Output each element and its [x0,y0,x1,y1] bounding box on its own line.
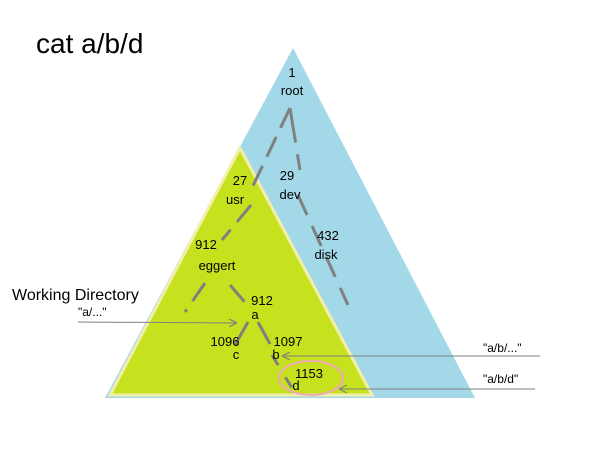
node-dev: 29 dev [280,168,301,202]
working-directory-label: Working Directory [12,287,139,304]
edge-dev-disk-upper [296,194,350,306]
edge-root-usr [249,107,292,191]
node-usr-name: usr [226,192,245,207]
edge-root-dev [288,107,302,171]
node-a-name: a [251,307,259,322]
inner-triangle [107,144,375,397]
arrow-working-directory: "a/..." [77,305,236,323]
node-root-number: 1 [288,65,295,80]
highlight-circle [278,360,344,396]
node-a-number: 912 [251,293,273,308]
edge-eggert-a [228,284,252,309]
node-usr-number: 27 [233,173,247,188]
path-label-a: "a/..." [78,305,107,319]
node-eggert: 912 eggert [195,237,236,273]
arrow-abd: "a/b/d" [340,372,535,389]
edge-usr-eggert [220,204,253,241]
node-c-number: 1096 [211,334,240,349]
node-c: 1096 c [211,334,240,362]
node-usr: 27 usr [226,173,247,207]
node-eggert-number: 912 [195,237,217,252]
node-dev-number: 29 [280,168,294,183]
path-label-abd: "a/b/d" [483,372,518,386]
node-b-name: b [272,347,279,362]
node-c-name: c [233,347,240,362]
node-disk-number: 432 [317,228,339,243]
node-root-name: root [281,83,304,98]
tree-edges [183,107,350,389]
node-d-name: d [292,378,299,393]
node-b-number: 1097 [274,334,303,349]
node-disk: 432 disk [314,228,338,262]
node-eggert-name: eggert [199,258,236,273]
path-label-ab: "a/b/..." [483,341,522,355]
node-disk-name: disk [314,247,338,262]
node-root: 1 root [281,65,304,98]
arrow-a [77,322,236,323]
node-b: 1097 b [272,334,302,362]
edge-b-d [270,354,294,389]
node-dev-name: dev [280,187,301,202]
page-title: cat a/b/d [36,28,144,59]
edge-eggert-left [183,282,207,313]
arrow-ab: "a/b/..." [283,341,540,356]
node-d: 1153 d [278,360,344,396]
node-a: 912 a [251,293,273,322]
edge-a-b [256,321,272,345]
node-d-number: 1153 [295,366,323,381]
edge-a-c [233,321,250,346]
